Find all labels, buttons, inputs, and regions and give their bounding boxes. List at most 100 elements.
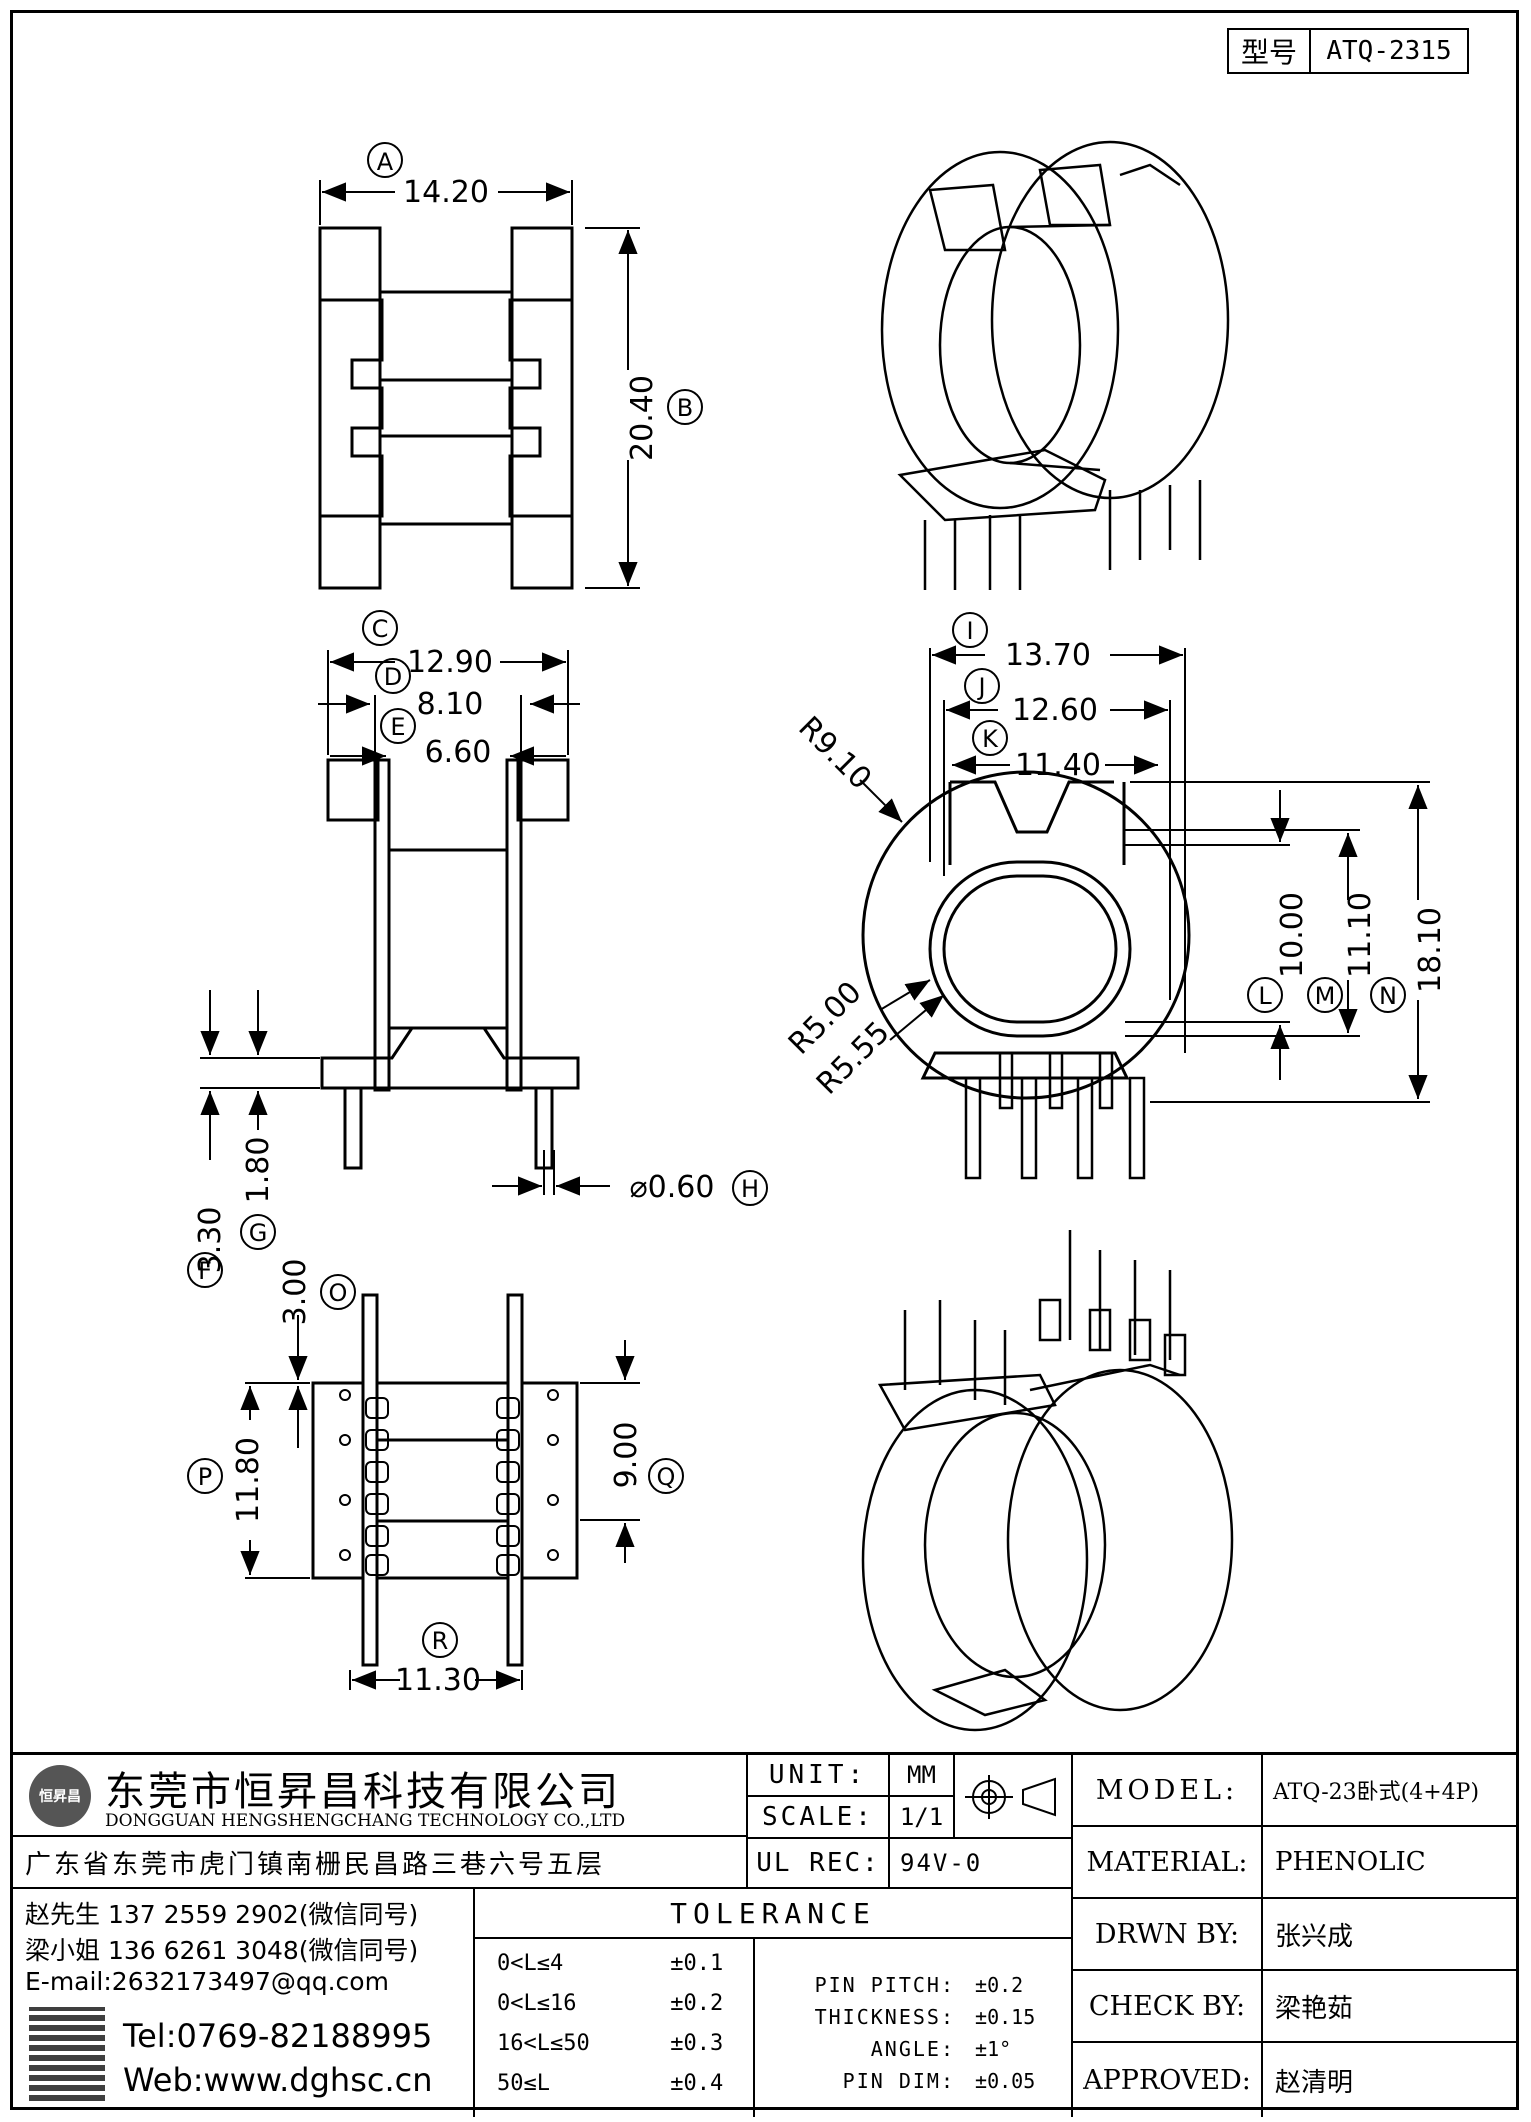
iso-view-top — [880, 140, 1230, 590]
dim-tag-r: R — [432, 1627, 449, 1655]
tolerance-range: 16<L≤50 — [497, 2031, 590, 2056]
dim-tag-o: O — [329, 1279, 348, 1307]
dim-tag-q-circle — [648, 1458, 684, 1494]
dim-tag-e-circle — [380, 708, 416, 744]
tolerance-spec-row: ANGLE: ±1° — [755, 2037, 1073, 2061]
tolerance-range: 50≤L — [497, 2071, 550, 2096]
iso-view-bottom — [861, 1230, 1234, 1732]
check-label: CHECK BY: — [1073, 1971, 1263, 2043]
company-name-cn: 东莞市恒昇昌科技有限公司 — [105, 1769, 621, 1815]
drawn-label: DRWN BY: — [1073, 1899, 1263, 1971]
company-logo: 恒昇昌 — [29, 1765, 91, 1827]
dim-tag-n: N — [1379, 982, 1397, 1010]
unit-label: UNIT: — [748, 1755, 890, 1797]
tolerance-range-row: 0<L≤16 ±0.2 — [497, 1991, 723, 2016]
dim-value-n: 18.10 — [1413, 907, 1448, 993]
tolerance-spec-value: ±0.15 — [975, 2005, 1036, 2029]
dim-tag-q: Q — [657, 1463, 676, 1491]
company-logo-text: 恒昇昌 — [39, 1789, 81, 1805]
dim-tag-k: K — [982, 725, 999, 753]
dim-tag-r-circle — [422, 1622, 458, 1658]
pin-holes — [339, 1389, 559, 1576]
drawing-sheet — [10, 10, 1519, 2110]
side-view — [320, 758, 580, 1170]
tolerance-spec-value: ±0.2 — [975, 1973, 1024, 1997]
tolerance-ranges: 0<L≤4 ±0.1 0<L≤16 ±0.2 16<L≤50 ±0.3 50≤L… — [475, 1939, 755, 2117]
tolerance-spec-value: ±1° — [975, 2037, 1012, 2061]
part-number-box: 型号 ATQ-2315 — [1227, 28, 1469, 74]
part-number-label: 型号 — [1229, 30, 1311, 72]
dim-tag-g-circle — [240, 1214, 276, 1250]
qr-code — [29, 2007, 105, 2101]
material-label: MATERIAL: — [1073, 1827, 1263, 1899]
tolerance-range-row: 16<L≤50 ±0.3 — [497, 2031, 723, 2056]
projection-symbol — [955, 1755, 1073, 1839]
scale-value: 1/1 — [890, 1797, 955, 1839]
check-value: 梁艳茹 — [1263, 1971, 1516, 2043]
tolerance-spec-row: PIN DIM: ±0.05 — [755, 2069, 1073, 2093]
company-address: 广东省东莞市虎门镇南栅民昌路三巷六号五层 — [13, 1837, 748, 1889]
dim-tag-l: L — [1258, 982, 1272, 1010]
dim-tag-d: D — [384, 663, 402, 691]
dim-value-d: 8.10 — [417, 687, 484, 722]
contact-web: Web:www.dghsc.cn — [123, 2061, 433, 2099]
dim-tag-a: A — [377, 148, 394, 176]
dim-value-f: 3.30 — [193, 1207, 228, 1274]
dim-tag-g: G — [249, 1219, 268, 1247]
tolerance-range: 0<L≤4 — [497, 1951, 564, 1976]
dim-tag-m-circle — [1307, 977, 1343, 1013]
dim-tag-c-circle — [362, 610, 398, 646]
dim-tag-f-circle — [187, 1252, 223, 1288]
dim-tag-b-circle — [667, 389, 703, 425]
dim-value-h: ⌀0.60 — [630, 1170, 715, 1205]
tolerance-value: ±0.4 — [670, 2071, 724, 2096]
tolerance-spec-label: ANGLE: — [870, 2037, 955, 2061]
contact-tel: Tel:0769-82188995 — [123, 2017, 433, 2055]
dim-value-c: 12.90 — [407, 645, 493, 680]
dim-tag-d-circle — [375, 658, 411, 694]
dim-value-o: 3.00 — [278, 1259, 313, 1326]
projection-icon — [965, 1775, 1056, 1819]
tolerance-spec-value: ±0.05 — [975, 2069, 1036, 2093]
company-header: 恒昇昌 东莞市恒昇昌科技有限公司 DONGGUAN HENGSHENGCHANG… — [13, 1755, 748, 1837]
top-view — [318, 226, 574, 590]
dim-value-k: 11.40 — [1015, 748, 1101, 783]
dim-tag-h: H — [741, 1175, 759, 1203]
drawn-value: 张兴成 — [1263, 1899, 1516, 1971]
dim-tag-h-circle — [732, 1170, 768, 1206]
ulrec-label: UL REC: — [748, 1839, 890, 1889]
ulrec-value: 94V-0 — [890, 1839, 1073, 1889]
dim-tag-j-circle — [964, 668, 1000, 704]
drawing-canvas: A 14.20 20.40 B C 12.90 D 8.10 E 6.60 3.… — [187, 140, 1448, 1732]
dim-tag-b: B — [677, 394, 693, 422]
tolerance-range-row: 0<L≤4 ±0.1 — [497, 1951, 723, 1976]
dim-value-r: 11.30 — [395, 1663, 481, 1698]
tolerance-title: TOLERANCE — [475, 1889, 1073, 1939]
dim-tag-o-circle — [320, 1274, 356, 1310]
dim-radius-910: R9.10 — [791, 710, 878, 797]
dim-value-g: 1.80 — [241, 1137, 276, 1204]
model-label: MODEL: — [1073, 1755, 1263, 1827]
tolerance-spec-label: PIN PITCH: — [814, 1973, 955, 1997]
dim-tag-p-circle — [187, 1458, 223, 1494]
dim-value-q: 9.00 — [609, 1422, 644, 1489]
dim-tag-e: E — [390, 713, 405, 741]
dim-value-j: 12.60 — [1012, 693, 1098, 728]
dim-value-b: 20.40 — [625, 375, 660, 461]
dim-tag-i: I — [966, 617, 973, 645]
contact-2: 梁小姐 136 6261 3048(微信同号) — [25, 1936, 419, 1965]
dim-tag-c: C — [372, 615, 389, 643]
dim-value-l: 10.00 — [1275, 892, 1310, 978]
approved-label: APPROVED: — [1073, 2043, 1263, 2117]
unit-value: MM — [890, 1755, 955, 1797]
dim-tag-p: P — [198, 1463, 212, 1491]
front-view — [861, 770, 1191, 1180]
dim-tag-j: J — [976, 673, 985, 701]
tolerance-spec-row: THICKNESS: ±0.15 — [755, 2005, 1073, 2029]
tolerance-specs: PIN PITCH: ±0.2 THICKNESS: ±0.15 ANGLE: … — [755, 1939, 1073, 2117]
dim-value-a: 14.20 — [403, 175, 489, 210]
tolerance-value: ±0.1 — [670, 1951, 724, 1976]
tolerance-spec-label: PIN DIM: — [842, 2069, 955, 2093]
tolerance-spec-row: PIN PITCH: ±0.2 — [755, 1973, 1073, 1997]
contact-email: E-mail:2632173497@qq.com — [25, 1967, 389, 1996]
